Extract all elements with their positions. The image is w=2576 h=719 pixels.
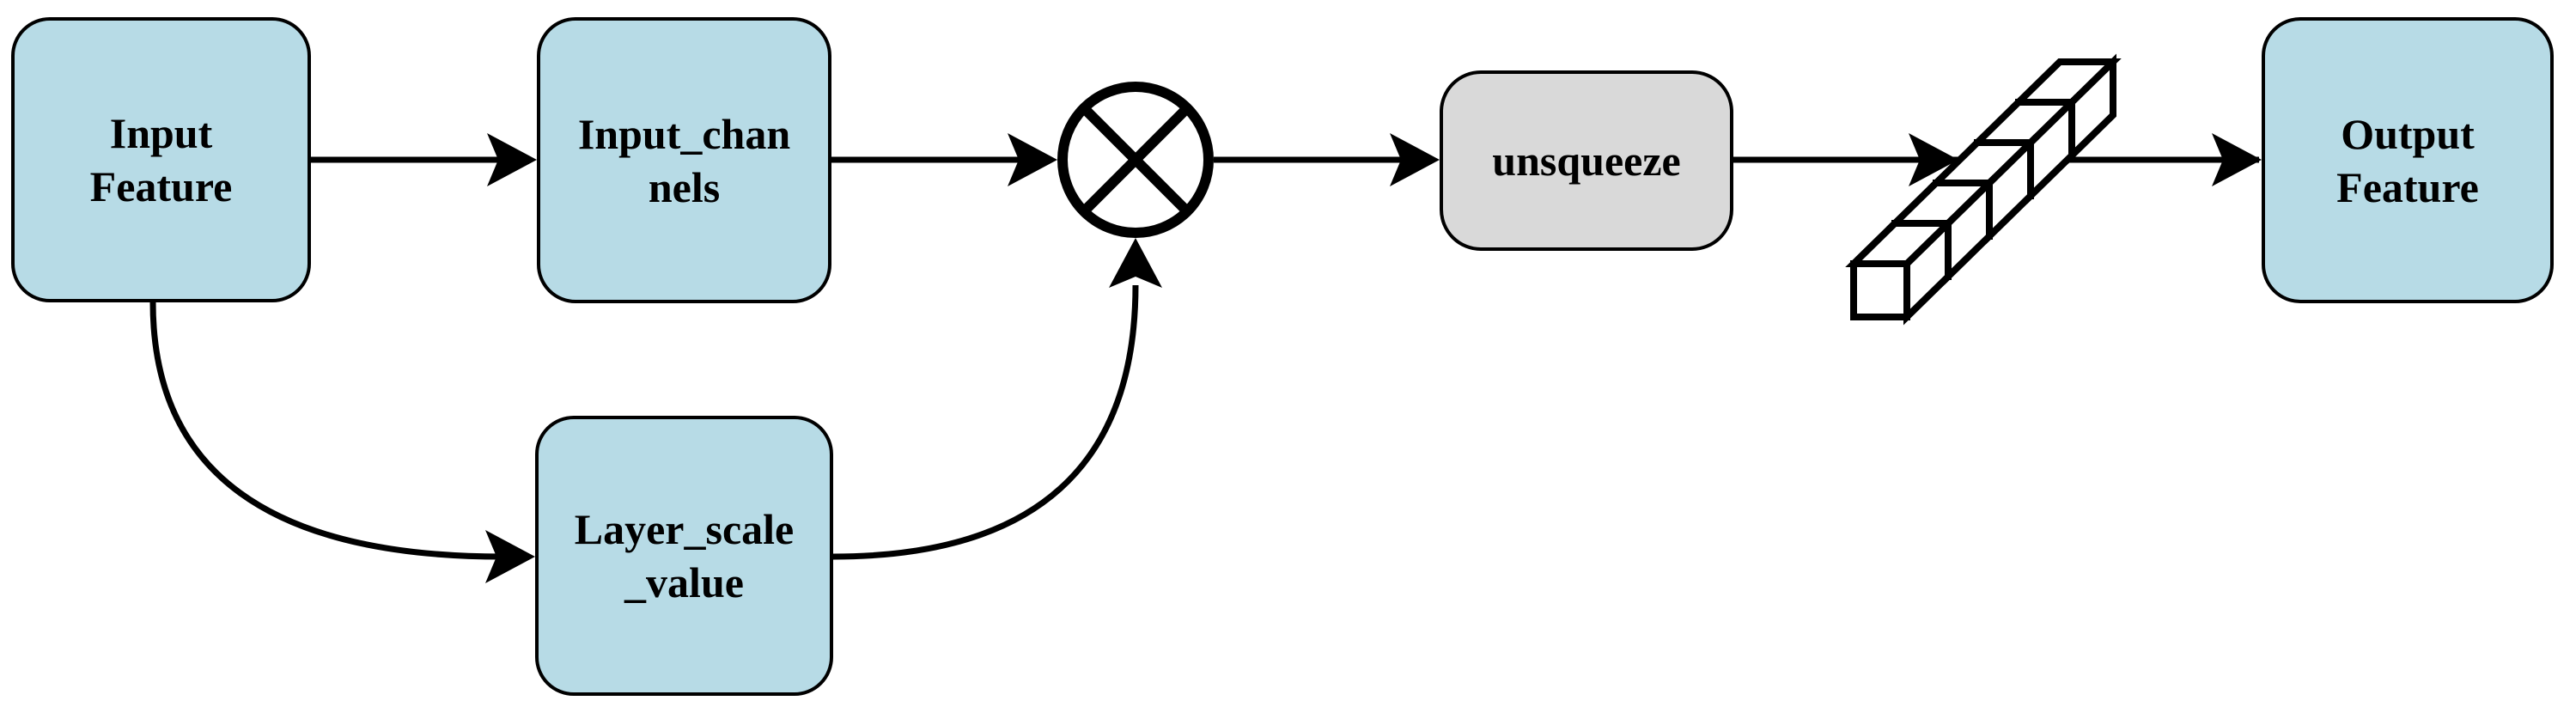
node-label-line: Feature: [2336, 162, 2479, 211]
node-label-line: Layer_scale: [574, 505, 795, 553]
arrowhead-into-tensor-cubes: [1909, 133, 1958, 186]
tensor-cubes-icon: [1845, 53, 2122, 326]
node-output-feature: Output Feature: [2262, 17, 2554, 303]
edge-layer-scale-to-multiply-curve: [832, 284, 1139, 560]
node-layer-scale-value: Layer_scale _value: [535, 416, 833, 696]
node-label-line: Output: [2341, 109, 2475, 158]
node-label-line: Feature: [89, 162, 233, 210]
node-label-line: unsqueeze: [1492, 137, 1681, 185]
arrowhead-into-unsqueeze: [1390, 133, 1440, 186]
arrowhead-into-multiply-bottom: [1109, 238, 1162, 288]
node-label-line: nels: [648, 162, 721, 211]
arrowhead-into-multiply: [1008, 133, 1057, 186]
node-label-line: Input: [109, 109, 213, 157]
node-input-feature: Input Feature: [11, 17, 311, 302]
node-label-line: Input_chan: [577, 109, 791, 158]
edges: [149, 156, 2259, 560]
node-input-channels: Input_chan nels: [537, 17, 831, 303]
node-unsqueeze: unsqueeze: [1440, 70, 1733, 251]
tensor-cube-face: [1850, 260, 1910, 320]
arrowhead-into-output-feature: [2212, 133, 2262, 186]
arrowhead-into-input-channels: [487, 133, 537, 186]
arrowheads: [485, 133, 2262, 583]
arrowhead-into-layer-scale: [485, 530, 535, 583]
edge-input-feature-to-layer-scale-curve: [149, 302, 503, 560]
node-label-line: _value: [624, 558, 744, 606]
multiply-cross-stroke: [1083, 107, 1188, 212]
multiply-operator-icon: [1057, 82, 1214, 238]
